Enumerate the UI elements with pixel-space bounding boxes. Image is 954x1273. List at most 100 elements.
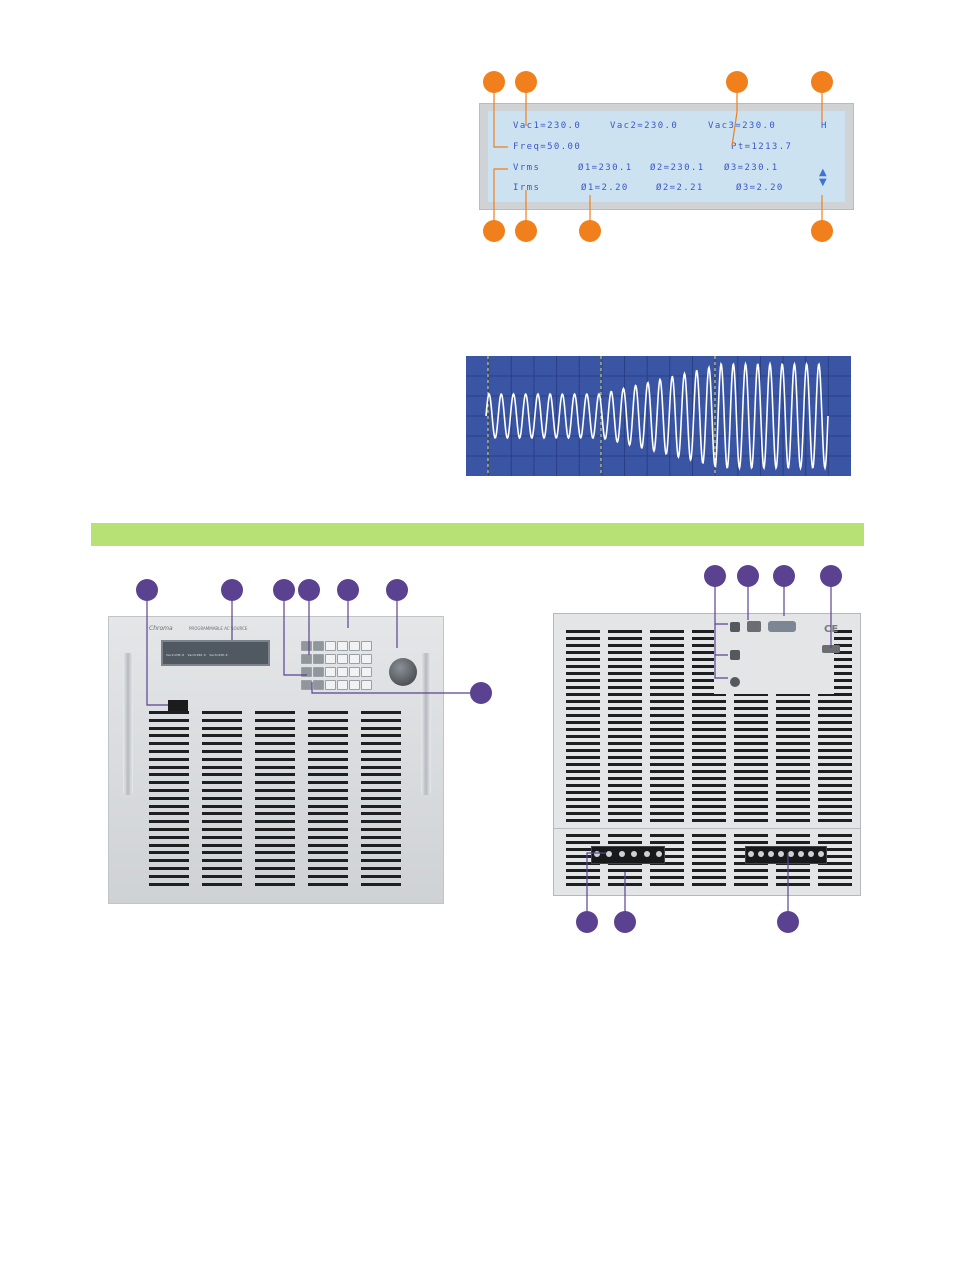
front-keypad[interactable]: [301, 641, 372, 693]
vent-slot: [692, 819, 726, 822]
vent-slot: [734, 700, 768, 703]
lcd-vac2: Vac2=230.0: [610, 121, 679, 131]
vent-slot: [650, 756, 684, 759]
terminal-screw: [643, 851, 650, 857]
front-panel-photo: Chroma PROGRAMMABLE AC SOURCE Vac1=230.0…: [108, 616, 444, 904]
keypad-key[interactable]: [337, 641, 348, 651]
vent-slot: [255, 742, 295, 746]
vent-slot: [255, 874, 295, 878]
vent-slot: [818, 714, 852, 717]
bnc-connector[interactable]: [730, 622, 740, 632]
keypad-key[interactable]: [349, 680, 360, 690]
vent-slot: [692, 686, 726, 689]
vent-slot: [149, 718, 189, 722]
lcd-vrms-label: Vrms: [513, 163, 541, 173]
keypad-key[interactable]: [313, 667, 324, 677]
keypad-key[interactable]: [349, 641, 360, 651]
scroll-up-icon: ▲: [819, 167, 827, 178]
keypad-key[interactable]: [337, 667, 348, 677]
vent-slot: [566, 721, 600, 724]
vent-slot: [149, 859, 189, 863]
vent-slot: [650, 883, 684, 886]
vent-slot: [308, 882, 348, 886]
vent-slot: [308, 750, 348, 753]
vent-slot: [776, 714, 810, 717]
vent-slot: [202, 750, 242, 753]
vent-slot: [692, 848, 726, 851]
vent-slot: [650, 777, 684, 780]
rotary-knob[interactable]: [389, 658, 417, 686]
vent-slot: [566, 777, 600, 780]
output-terminal-block[interactable]: [745, 846, 827, 864]
vent-slot: [776, 707, 810, 710]
vent-slot: [566, 679, 600, 682]
callout-marker: [483, 220, 505, 242]
vent-slot: [692, 721, 726, 724]
keypad-key[interactable]: [337, 680, 348, 690]
signal-connector[interactable]: [730, 650, 740, 660]
vent-slot: [692, 841, 726, 844]
vent-slot: [566, 672, 600, 675]
keypad-key[interactable]: [349, 654, 360, 664]
vent-slot: [734, 819, 768, 822]
keypad-key[interactable]: [361, 680, 372, 690]
keypad-key[interactable]: [301, 641, 312, 651]
vent-slot: [734, 791, 768, 794]
vent-slot: [566, 812, 600, 815]
vent-slot: [149, 726, 189, 730]
keypad-key[interactable]: [313, 680, 324, 690]
callout-marker: [726, 71, 748, 93]
vent-slot: [361, 867, 401, 870]
input-terminal-block[interactable]: [591, 846, 665, 864]
keypad-key[interactable]: [361, 641, 372, 651]
terminal-screw: [818, 851, 824, 857]
front-model-text: PROGRAMMABLE AC SOURCE: [189, 626, 248, 631]
callout-marker: [579, 220, 601, 242]
vent-slot: [566, 651, 600, 654]
vent-slot: [361, 781, 401, 785]
vent-slot: [734, 721, 768, 724]
vent-slot: [566, 735, 600, 738]
vent-slot: [308, 867, 348, 870]
keypad-key[interactable]: [325, 641, 336, 651]
vent-slot: [566, 791, 600, 794]
vent-slot: [818, 855, 852, 858]
keypad-key[interactable]: [337, 654, 348, 664]
remote-port[interactable]: [822, 645, 840, 653]
vent-slot: [308, 835, 348, 839]
vent-slot: [566, 665, 600, 668]
keypad-key[interactable]: [325, 667, 336, 677]
vent-slot: [202, 835, 242, 839]
vent-slot: [818, 834, 852, 837]
keypad-key[interactable]: [313, 654, 324, 664]
vent-slot: [692, 700, 726, 703]
vent-slot: [608, 728, 642, 731]
vent-slot: [650, 812, 684, 815]
keypad-key[interactable]: [325, 680, 336, 690]
keypad-key[interactable]: [301, 667, 312, 677]
gpib-port[interactable]: [768, 621, 796, 632]
keypad-key[interactable]: [325, 654, 336, 664]
rs232-port[interactable]: [747, 621, 761, 632]
vent-slot: [692, 693, 726, 696]
power-switch[interactable]: [168, 700, 188, 712]
vent-slot: [692, 665, 726, 668]
ground-terminal[interactable]: [730, 677, 740, 687]
keypad-key[interactable]: [301, 654, 312, 664]
keypad-key[interactable]: [361, 667, 372, 677]
vent-slot: [818, 686, 852, 689]
terminal-screw: [748, 851, 754, 857]
vent-slot: [608, 679, 642, 682]
keypad-key[interactable]: [313, 641, 324, 651]
vent-slot: [818, 763, 852, 766]
vent-slot: [202, 742, 242, 746]
vent-slot: [650, 742, 684, 745]
vent-slot: [608, 672, 642, 675]
keypad-key[interactable]: [349, 667, 360, 677]
vent-slot: [818, 798, 852, 801]
vent-slot: [608, 784, 642, 787]
vent-slot: [650, 665, 684, 668]
keypad-key[interactable]: [361, 654, 372, 664]
front-vent-grille: [149, 711, 409, 891]
lcd-irms-phase3: Ø3=2.20: [736, 183, 784, 193]
